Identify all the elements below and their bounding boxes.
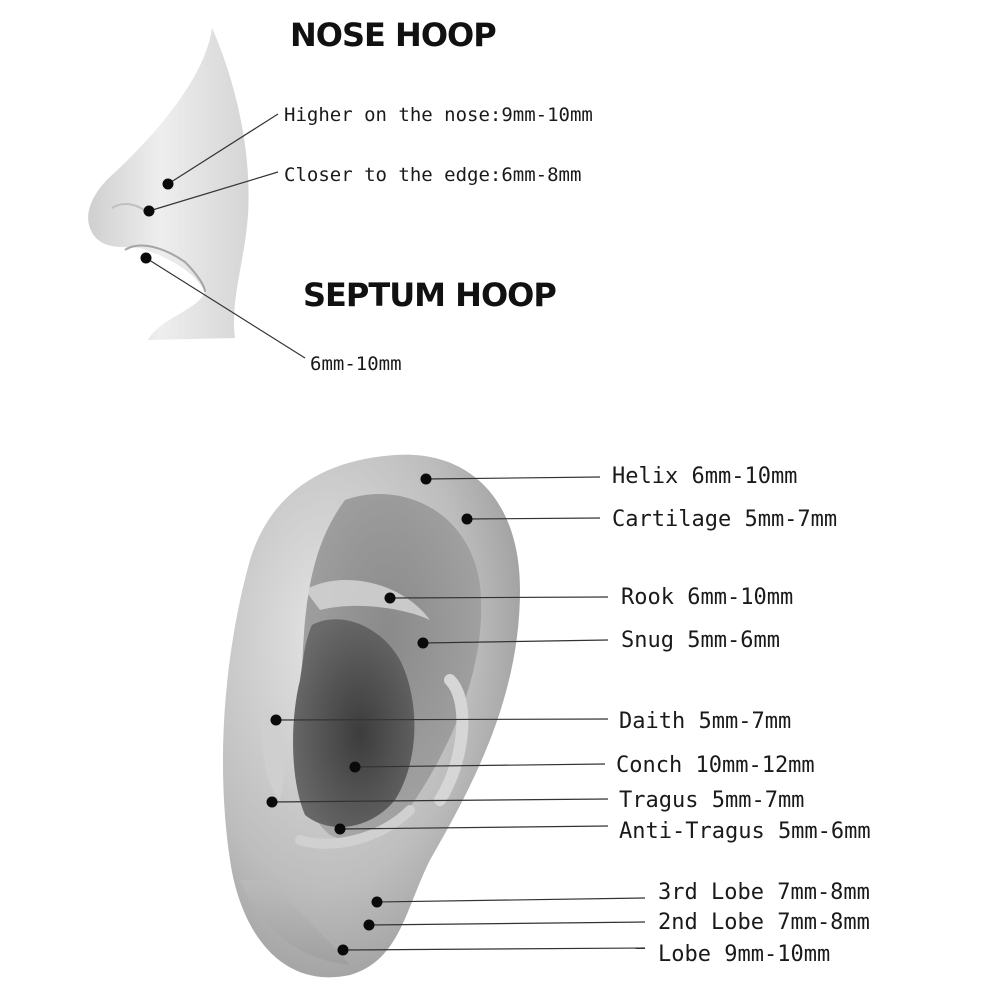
cartilage-label: Cartilage 5mm-7mm bbox=[612, 507, 837, 532]
nose-higher-label: Higher on the nose:9mm-10mm bbox=[284, 104, 593, 126]
daith-label: Daith 5mm-7mm bbox=[619, 709, 791, 734]
helix-point bbox=[420, 473, 432, 485]
ear-illustration bbox=[222, 454, 520, 978]
lobe-point bbox=[337, 944, 349, 956]
rook-point bbox=[384, 592, 396, 604]
second-lobe-point bbox=[363, 919, 375, 931]
second-lobe-label: 2nd Lobe 7mm-8mm bbox=[658, 910, 870, 935]
lobe-label: Lobe 9mm-10mm bbox=[658, 942, 830, 967]
conch-label: Conch 10mm-12mm bbox=[616, 753, 815, 778]
third-lobe-label: 3rd Lobe 7mm-8mm bbox=[658, 880, 870, 905]
tragus-point bbox=[266, 796, 278, 808]
third-lobe-point bbox=[371, 896, 383, 908]
nose-hoop-heading: NOSE HOOP bbox=[290, 16, 496, 54]
nose-closer-label: Closer to the edge:6mm-8mm bbox=[284, 164, 581, 186]
tragus-label: Tragus 5mm-7mm bbox=[619, 788, 804, 813]
anti-tragus-point bbox=[334, 823, 346, 835]
daith-point bbox=[270, 714, 282, 726]
septum-point bbox=[140, 252, 152, 264]
septum-label: 6mm-10mm bbox=[310, 353, 402, 375]
nose-higher-point bbox=[162, 178, 174, 190]
nose-edge-point bbox=[143, 205, 155, 217]
septum-hoop-heading: SEPTUM HOOP bbox=[303, 276, 556, 314]
snug-label: Snug 5mm-6mm bbox=[621, 628, 780, 653]
rook-label: Rook 6mm-10mm bbox=[621, 585, 793, 610]
anti-tragus-label: Anti-Tragus 5mm-6mm bbox=[619, 819, 871, 844]
cartilage-point bbox=[461, 513, 473, 525]
conch-point bbox=[349, 761, 361, 773]
snug-point bbox=[417, 637, 429, 649]
helix-label: Helix 6mm-10mm bbox=[612, 464, 797, 489]
